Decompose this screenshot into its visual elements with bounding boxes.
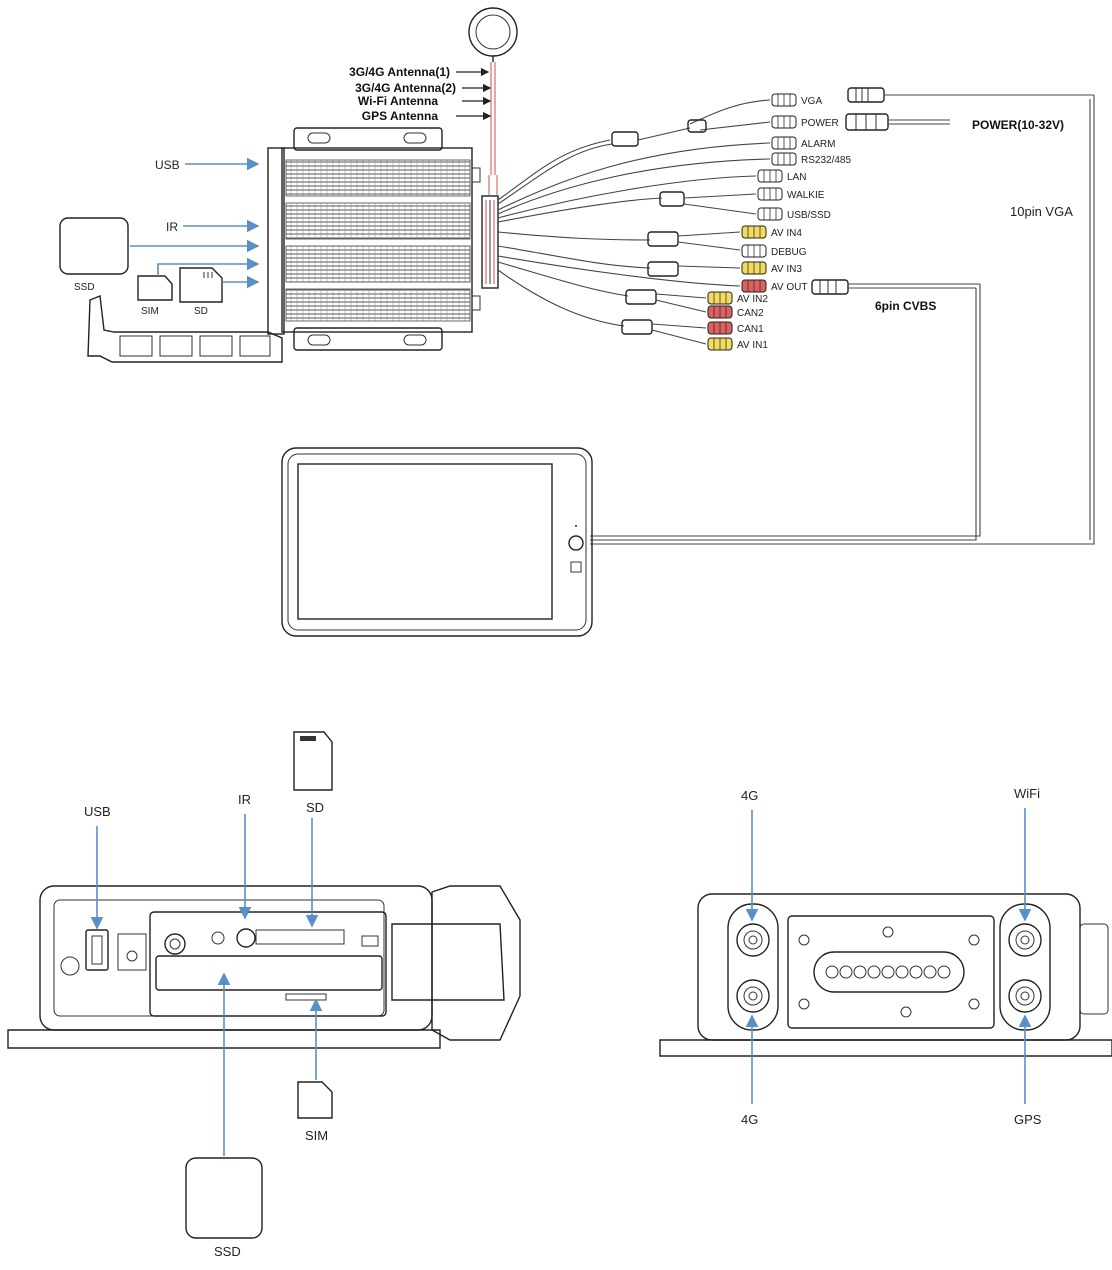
gps-puck-icon	[468, 7, 518, 62]
cvbs-cable-label: 6pin CVBS	[875, 299, 936, 313]
vga-pin	[937, 965, 951, 979]
rear-gps-label: GPS	[1014, 1112, 1042, 1127]
front-panel	[7, 885, 521, 1049]
front-ir-label: IR	[238, 792, 251, 807]
ir-label: IR	[166, 220, 178, 234]
connector-label: LAN	[787, 172, 806, 183]
front-ssd-label: SSD	[214, 1244, 241, 1259]
connector-can1: CAN1	[707, 321, 764, 335]
connector-walkie: WALKIE	[757, 187, 825, 201]
mount-bracket	[87, 295, 283, 363]
power-plug	[845, 113, 950, 131]
rear-panel	[659, 893, 1112, 1057]
front-usb-label: USB	[84, 804, 111, 819]
front-sd-label: SD	[306, 800, 324, 815]
sim-arrow	[157, 257, 260, 276]
cable-harness	[497, 99, 771, 345]
connector-lan: LAN	[757, 169, 806, 183]
sim-label: SIM	[141, 306, 159, 317]
antenna-label-3: Wi-Fi Antenna	[358, 94, 438, 108]
sim-card-icon	[137, 275, 173, 301]
connector-label: AV IN1	[737, 340, 768, 351]
menu-button-icon	[570, 561, 582, 573]
vga-pin	[839, 965, 853, 979]
dvr-unit: 3G/4G Antenna(1) 3G/4G Antenna(2) Wi-Fi …	[87, 7, 518, 363]
ssd-label: SSD	[74, 282, 95, 293]
connector-label: RS232/485	[801, 155, 851, 166]
rear-wifi-label: WiFi	[1014, 786, 1040, 801]
antenna-label-4: GPS Antenna	[362, 109, 439, 123]
vga-cable-label: 10pin VGA	[1010, 204, 1073, 219]
ssd-slot	[155, 955, 383, 991]
vga-pin	[881, 965, 895, 979]
connector-rs232-485: RS232/485	[771, 152, 851, 166]
connector-can2: CAN2	[707, 305, 764, 319]
vga-pin	[895, 965, 909, 979]
connector-usb-ssd: USB/SSD	[757, 207, 831, 221]
connector-av-in1: AV IN1	[707, 337, 768, 351]
vga-plug	[847, 87, 1094, 103]
vga-pin	[867, 965, 881, 979]
monitor	[281, 447, 593, 637]
front-ssd-card-icon	[185, 1157, 263, 1239]
antenna-label-1: 3G/4G Antenna(1)	[349, 65, 450, 79]
connector-av-out: AV OUT	[741, 279, 807, 293]
connector-label: AV IN4	[771, 228, 802, 239]
vga-pin	[825, 965, 839, 979]
connector-debug: DEBUG	[741, 244, 807, 258]
connector-alarm: ALARM	[771, 136, 835, 150]
rear-4g-bottom-label: 4G	[741, 1112, 758, 1127]
connector-label: POWER	[801, 118, 839, 129]
front-sim-card-icon	[297, 1081, 333, 1119]
connector-label: AV IN3	[771, 264, 802, 275]
vga-pin	[909, 965, 923, 979]
vga-pin	[853, 965, 867, 979]
connector-label: WALKIE	[787, 190, 825, 201]
connector-label: CAN2	[737, 308, 764, 319]
connector-power: POWER	[771, 115, 839, 129]
rear-4g-top-label: 4G	[741, 788, 758, 803]
connector-label: AV OUT	[771, 282, 807, 293]
connector-label: VGA	[801, 96, 822, 107]
vga-pin	[923, 965, 937, 979]
vga-socket	[813, 951, 965, 993]
connector-av-in3: AV IN3	[741, 261, 802, 275]
connector-label: AV IN2	[737, 294, 768, 305]
usb-port	[85, 929, 109, 971]
front-sim-label: SIM	[305, 1128, 328, 1143]
connector-vga: VGA	[771, 93, 822, 107]
front-sd-card-icon	[293, 731, 333, 791]
sd-label: SD	[194, 306, 208, 317]
connector-label: DEBUG	[771, 247, 807, 258]
usb-label: USB	[155, 158, 180, 172]
power-voltage-label: POWER(10-32V)	[972, 118, 1064, 132]
power-button-icon	[568, 535, 584, 551]
connector-label: USB/SSD	[787, 210, 831, 221]
connector-av-in2: AV IN2	[707, 291, 768, 305]
ssd-card-icon	[59, 217, 129, 275]
antenna-label-2: 3G/4G Antenna(2)	[355, 81, 456, 95]
connector-label: CAN1	[737, 324, 764, 335]
cvbs-plug	[811, 279, 980, 295]
connector-av-in4: AV IN4	[741, 225, 802, 239]
connector-label: ALARM	[801, 139, 835, 150]
sd-card-icon	[179, 267, 223, 303]
